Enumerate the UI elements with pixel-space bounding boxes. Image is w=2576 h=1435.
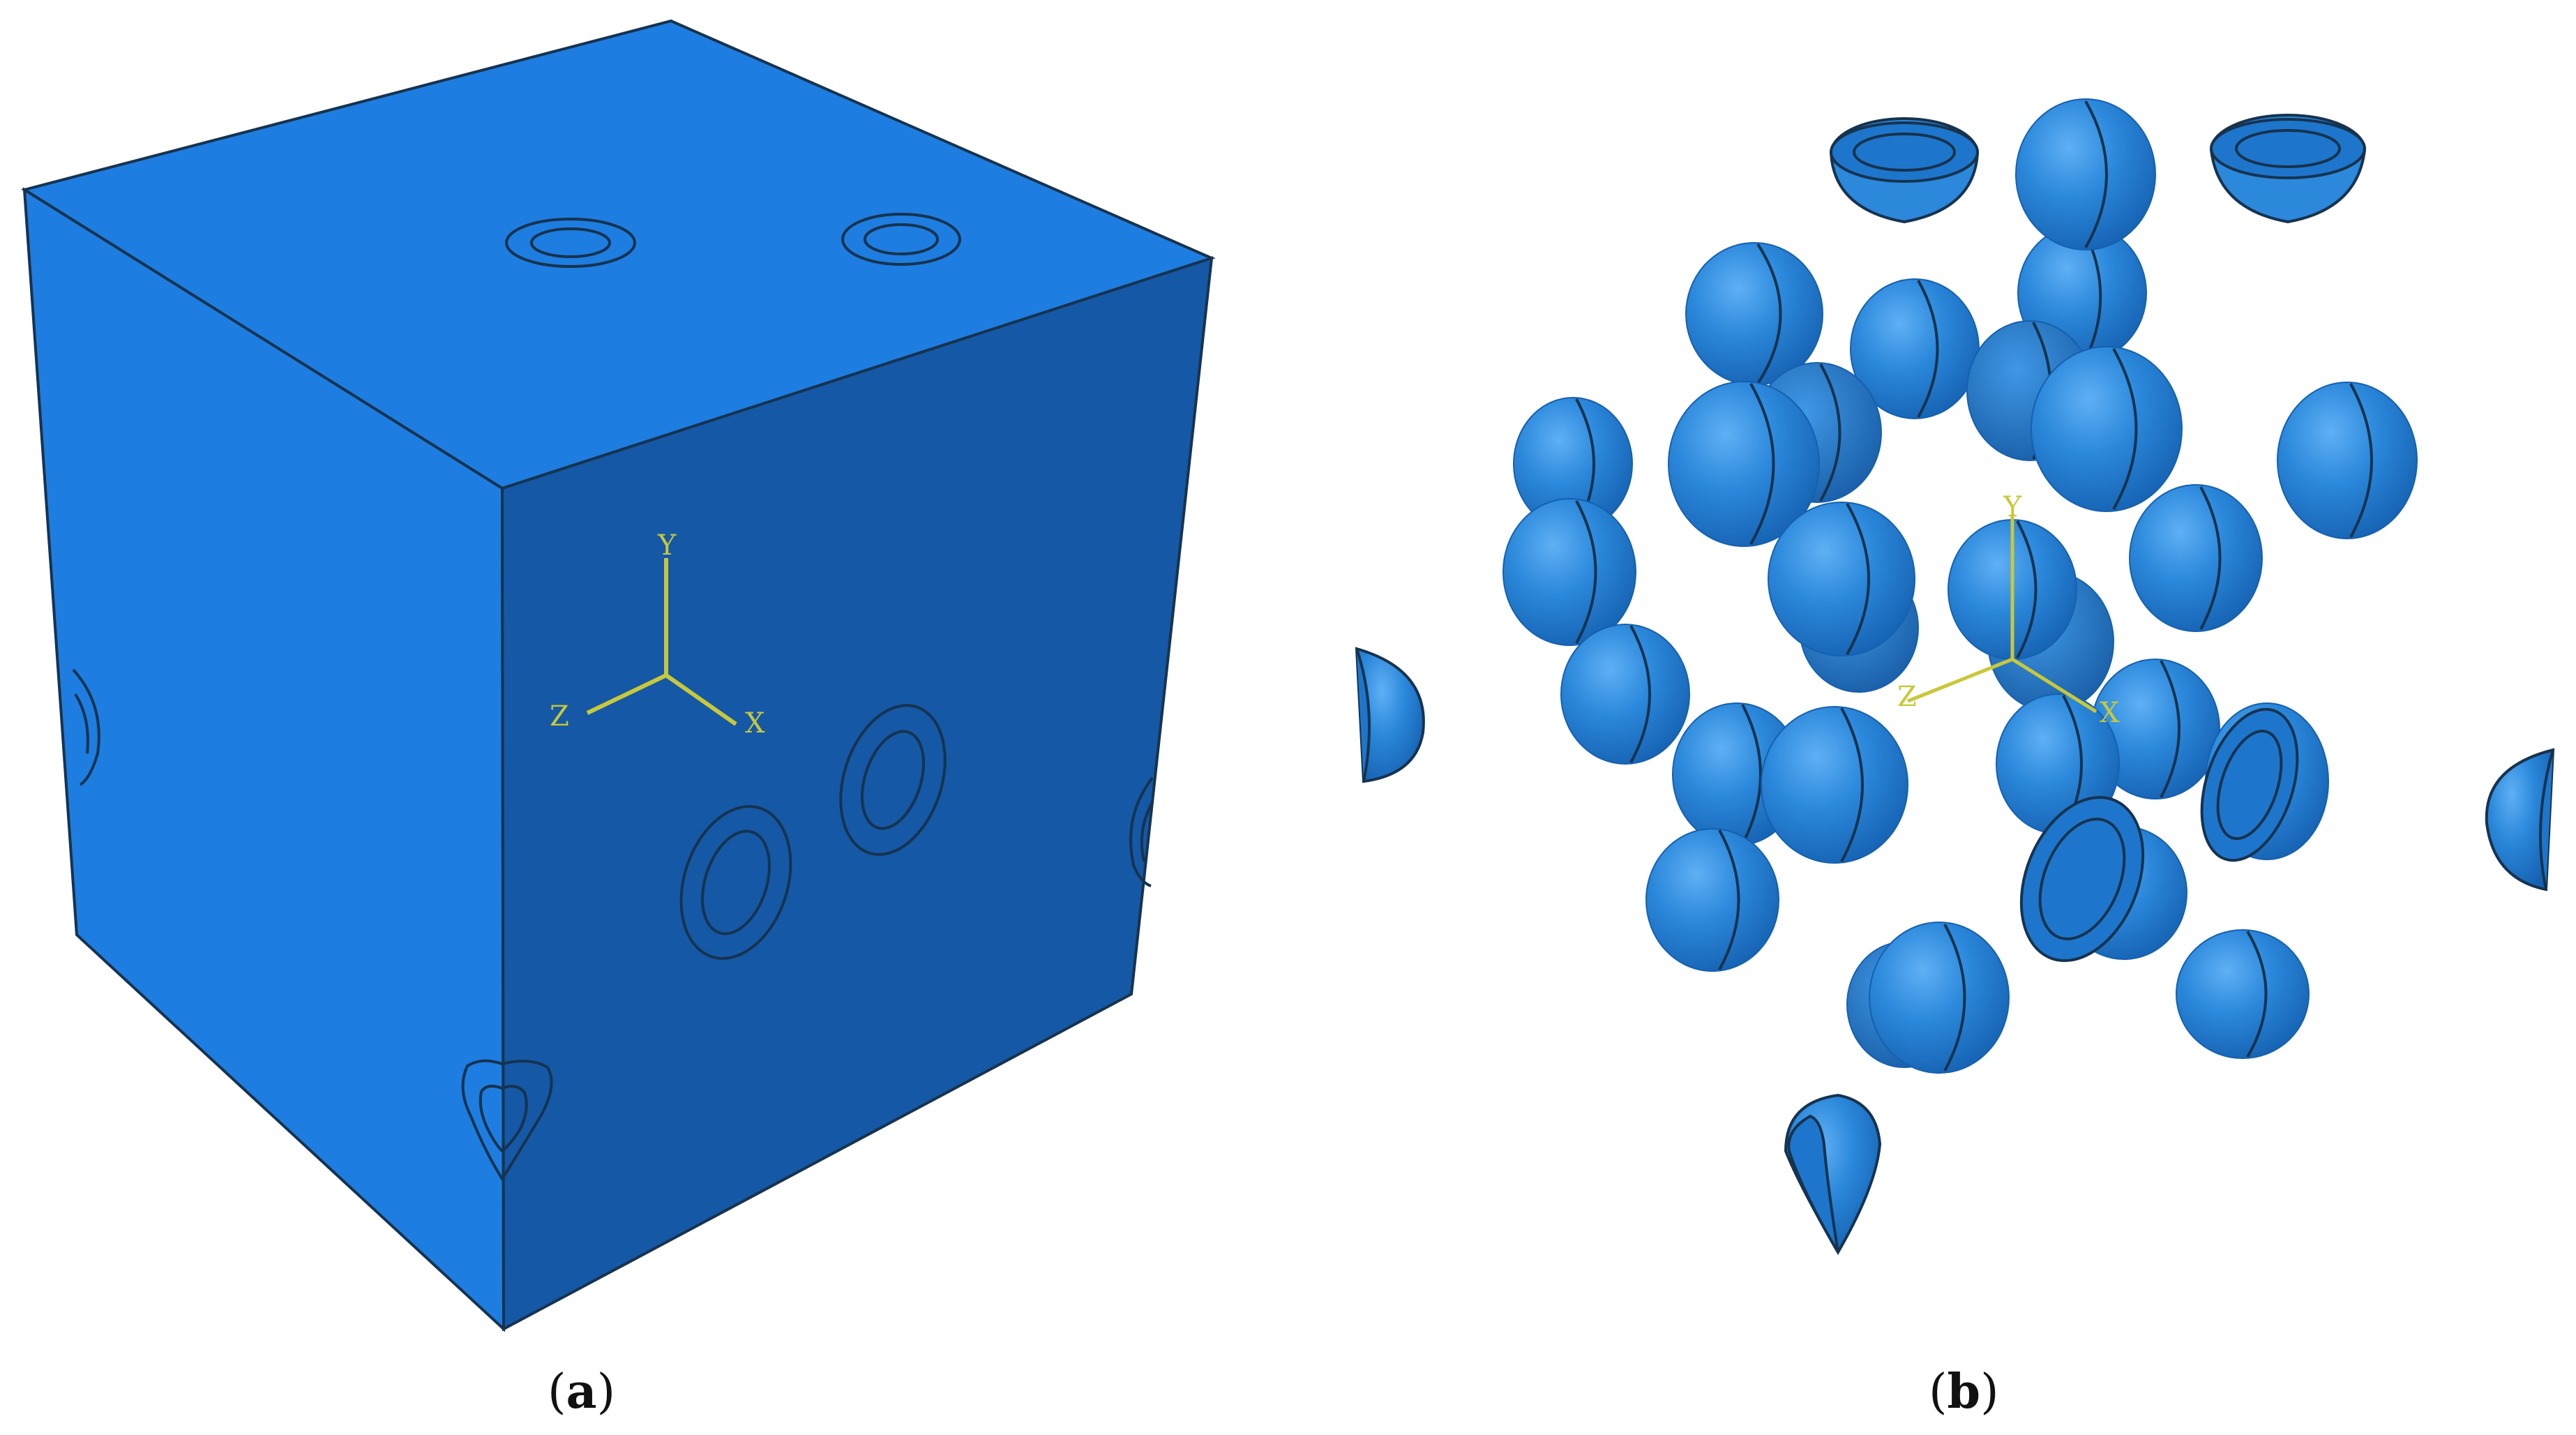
caption-open-paren: ( [1929, 1365, 1948, 1420]
axis-triad-b: Y Z X [1897, 491, 2120, 729]
particle-sphere [2031, 346, 2183, 512]
axis-z-label: Z [550, 700, 569, 732]
particle-sphere [2129, 484, 2263, 632]
right-face-inclusion-1 [679, 805, 792, 960]
particle-cap [2209, 114, 2367, 224]
caption-close-paren: ) [596, 1365, 616, 1420]
axis-y-label: Y [2003, 491, 2022, 523]
axis-y-label: Y [657, 529, 677, 562]
particle-half-right [2485, 748, 2555, 892]
particle-half-left [1355, 647, 1425, 783]
particle-sphere [1768, 502, 1915, 656]
particle-sphere [1502, 498, 1636, 646]
particle-sectioned [2019, 795, 2187, 963]
corner-heart-inclusion [461, 1059, 553, 1182]
particle-sphere [1560, 624, 1690, 765]
left-edge-inclusion [72, 668, 100, 786]
caption-letter: a [566, 1364, 597, 1420]
particle-heart-section [1784, 1093, 1882, 1255]
particle-sphere [1668, 381, 1820, 547]
particle-sphere [2277, 382, 2418, 539]
caption-letter: b [1947, 1364, 1981, 1420]
axis-x-label: X [2100, 697, 2120, 729]
axis-x-label: X [745, 707, 765, 739]
top-face-inclusion-2 [841, 213, 961, 266]
particle-sphere [2176, 929, 2310, 1059]
particle-sphere [1761, 706, 1908, 864]
particle-sphere [1645, 828, 1779, 972]
right-face-inclusion-2 [839, 704, 947, 856]
right-edge-inclusion [1129, 776, 1154, 887]
panel-caption-b: (b) [1929, 1364, 1999, 1420]
top-face-inclusion-1 [505, 218, 636, 268]
particle-model: Y Z X [1355, 98, 2555, 1255]
caption-close-paren: ) [1980, 1365, 1999, 1420]
particle-cap [1829, 117, 1980, 224]
axis-z-label: Z [1897, 681, 1917, 713]
particle-sphere [1685, 242, 1823, 386]
particle-sphere [2015, 98, 2156, 250]
cube-model: Y Z X [21, 19, 1216, 1332]
particle-sectioned [2200, 703, 2329, 862]
caption-open-paren: ( [548, 1365, 566, 1420]
cube-right-face [500, 256, 1214, 1332]
particle-sphere [1869, 922, 2010, 1074]
panel-caption-a: (a) [548, 1364, 615, 1420]
axis-triad-a: Y Z X [550, 529, 765, 739]
